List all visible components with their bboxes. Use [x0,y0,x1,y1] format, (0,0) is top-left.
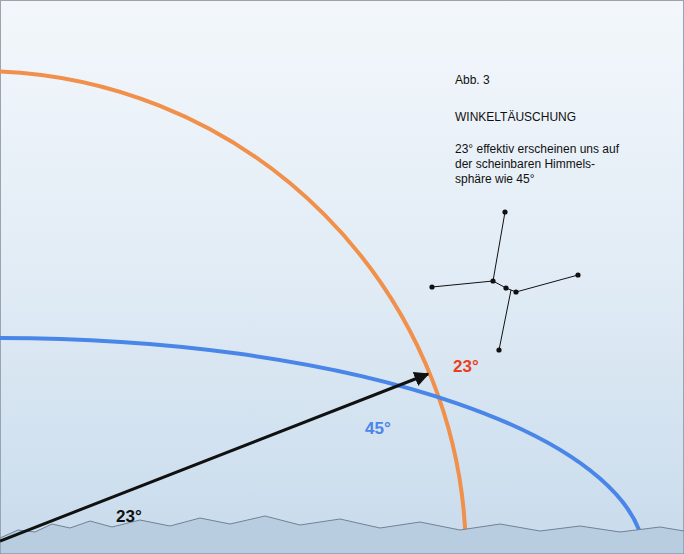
figure-title: WINKELTÄUSCHUNG [455,110,576,125]
constellation-stars [429,209,580,352]
sight-arrow [0,374,428,541]
apparent-angle-label: 45° [365,418,391,439]
real-sphere-arc [0,71,466,554]
figure-caption: 23° effektiv erscheinen uns auf der sche… [455,142,633,187]
elevation-angle-label: 23° [116,506,142,527]
constellation [432,212,578,350]
real-angle-label: 23° [453,356,479,377]
horizon-ground [0,516,684,554]
figure-number: Abb. 3 [455,73,490,88]
